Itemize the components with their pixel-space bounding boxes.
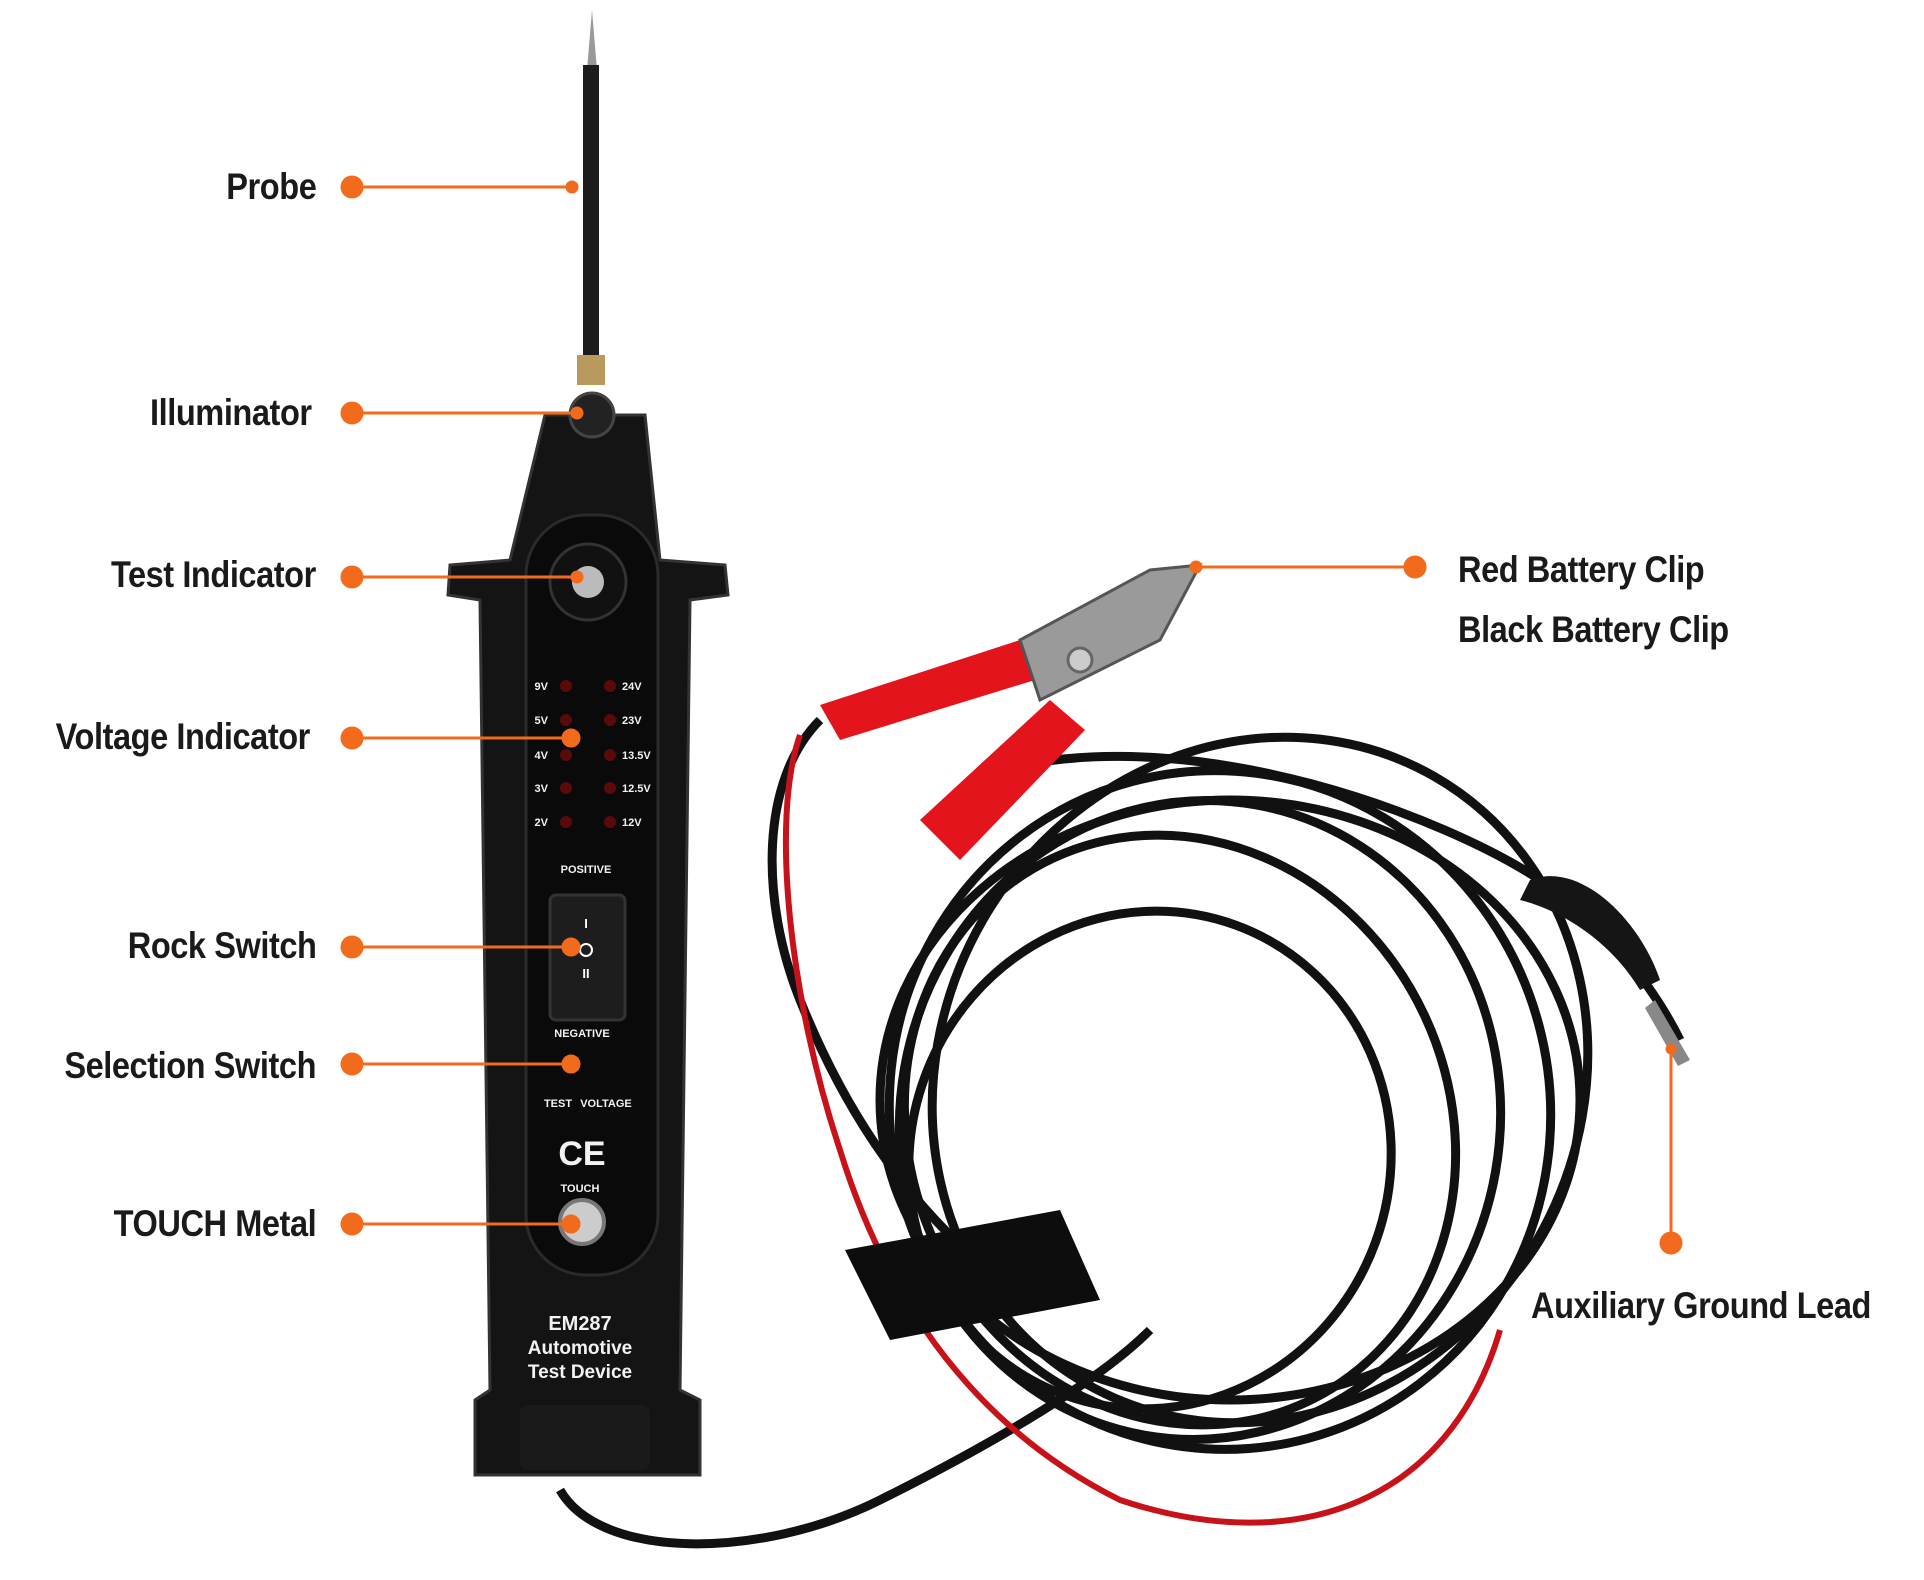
callout-rock-switch: Rock Switch — [127, 925, 316, 966]
callout-selection-switch: Selection Switch — [64, 1045, 316, 1086]
led-label: 24V — [622, 681, 642, 693]
svg-text:II: II — [582, 966, 589, 981]
svg-text:I: I — [584, 916, 588, 931]
callout-red-battery-clip: Red Battery Clip — [1458, 549, 1705, 590]
callout-test-indicator: Test Indicator — [111, 554, 316, 595]
black-auxiliary-clip — [1520, 876, 1690, 1066]
callout-probe: Probe — [225, 166, 317, 207]
cable-coil — [556, 716, 1685, 1549]
velcro-strap — [845, 1210, 1100, 1340]
red-battery-clip — [820, 563, 1203, 860]
callout-lines — [340, 175, 1683, 1255]
led-label: 2V — [535, 817, 549, 829]
led-label: 12.5V — [622, 783, 651, 795]
led-label: 5V — [535, 715, 549, 727]
red-wire — [782, 734, 1503, 1526]
test-label: TEST — [544, 1098, 572, 1110]
led-label: 12V — [622, 817, 642, 829]
probe — [577, 10, 605, 385]
callout-auxiliary-ground-lead: Auxiliary Ground Lead — [1531, 1285, 1871, 1326]
ce-mark: CE — [558, 1135, 605, 1173]
voltage-label: VOLTAGE — [580, 1098, 632, 1110]
voltage-leds — [560, 680, 616, 828]
led-label: 4V — [535, 750, 549, 762]
led-label: 23V — [622, 715, 642, 727]
callout-touch-metal: TOUCH Metal — [113, 1203, 316, 1244]
callout-black-battery-clip: Black Battery Clip — [1458, 609, 1729, 650]
led-label: 13.5V — [622, 750, 651, 762]
model-label: EM287 — [548, 1313, 611, 1335]
touch-label: TOUCH — [561, 1183, 600, 1195]
callout-voltage-indicator: Voltage Indicator — [55, 716, 311, 757]
positive-label: POSITIVE — [561, 864, 612, 876]
led-label: 9V — [535, 681, 549, 693]
negative-label: NEGATIVE — [554, 1028, 609, 1040]
device-line2: Test Device — [528, 1362, 632, 1383]
led-label: 3V — [535, 783, 549, 795]
callout-illuminator: Illuminator — [150, 392, 312, 433]
device-line1: Automotive — [528, 1338, 633, 1359]
tester-body: 9V 5V 4V 3V 2V 24V 23V 13.5V 12.5V 12V P… — [446, 391, 730, 1477]
